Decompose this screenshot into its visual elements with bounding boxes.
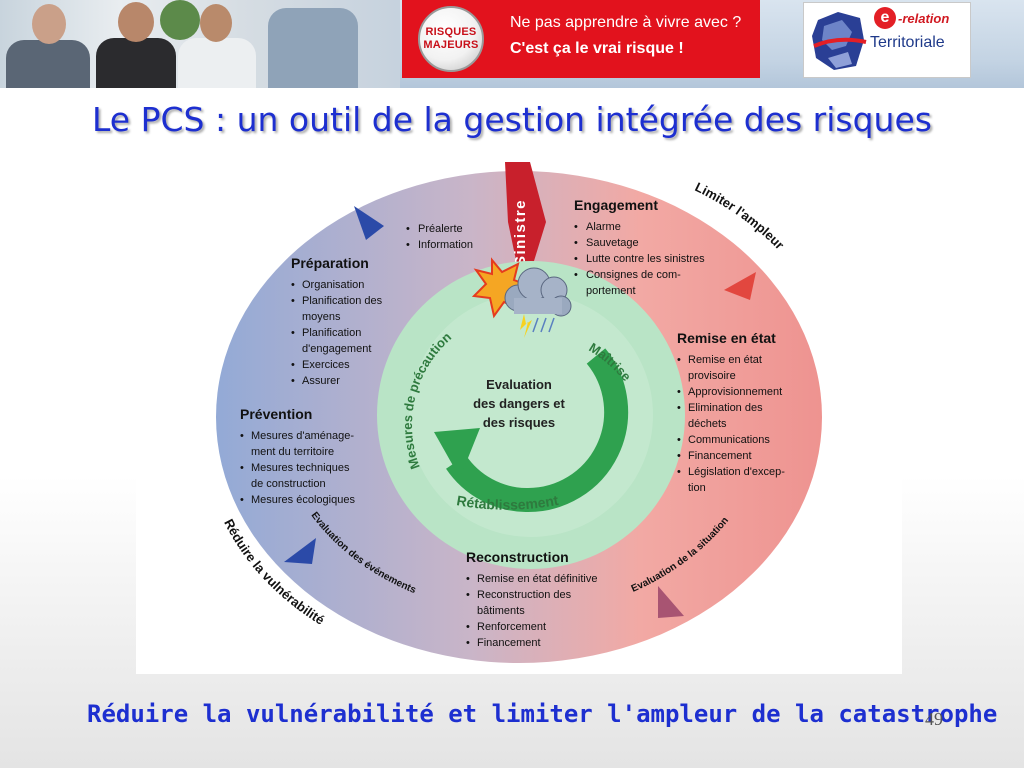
logo-relation-text: -relation: [898, 11, 950, 26]
list-item: Mesures écologiques: [251, 494, 355, 506]
risk-slogan-line1: Ne pas apprendre à vivre avec ?: [510, 14, 742, 31]
list-item: de construction: [251, 478, 326, 490]
svg-text:•: •: [677, 466, 681, 478]
svg-text:•: •: [466, 589, 470, 601]
sinistre-label: Sinistre: [512, 199, 529, 266]
list-item: Législation d'excep-: [688, 466, 785, 478]
risques-majeurs-badge: RISQUES MAJEURS: [418, 6, 484, 72]
section-title: Engagement: [574, 197, 658, 213]
list-item: Lutte contre les sinistres: [586, 253, 705, 265]
list-item: Planification des: [302, 295, 383, 307]
slide-title: Le PCS : un outil de la gestion intégrée…: [92, 100, 932, 139]
svg-text:•: •: [574, 221, 578, 233]
cycle-arrow-icon: [284, 538, 316, 564]
sinistre-arrow: [505, 162, 546, 308]
svg-text:•: •: [466, 621, 470, 633]
alerte-list: • Préalerte • Information: [406, 223, 473, 251]
svg-text:•: •: [574, 269, 578, 281]
list-item: Information: [418, 239, 473, 251]
list-item: bâtiments: [477, 605, 525, 617]
logo-territoriale-text: Territoriale: [870, 34, 945, 51]
page-number: 49: [925, 709, 943, 729]
list-item: Remise en état: [688, 354, 762, 366]
svg-text:•: •: [677, 386, 681, 398]
svg-text:•: •: [677, 402, 681, 414]
header-photo: [0, 0, 400, 88]
list-item: provisoire: [688, 370, 736, 382]
reconstruction-section: Reconstruction • Remise en état définitiv…: [466, 549, 597, 649]
list-item: Communications: [688, 434, 770, 446]
list-item: tion: [688, 482, 706, 494]
cycle-arrow-icon: [658, 586, 684, 618]
list-item-bullet: •: [406, 239, 410, 251]
slide-footer-caption: Réduire la vulnérabilité et limiter l'am…: [87, 700, 998, 728]
list-item: ment du territoire: [251, 446, 334, 458]
svg-text:•: •: [291, 375, 295, 387]
risk-cycle-diagram: Sinistre Evaluation des dangers et des r…: [136, 160, 902, 674]
svg-text:•: •: [677, 450, 681, 462]
svg-text:•: •: [677, 354, 681, 366]
list-item: Exercices: [302, 359, 350, 371]
list-item: Financement: [688, 450, 752, 462]
list-item: Assurer: [302, 375, 340, 387]
list-item: Renforcement: [477, 621, 546, 633]
remise-en-etat-section: Remise en état • Remise en état provisoir…: [677, 330, 785, 494]
list-item: moyens: [302, 311, 341, 323]
center-text-line: des dangers et: [473, 396, 565, 411]
svg-text:•: •: [466, 637, 470, 649]
list-item: Mesures techniques: [251, 462, 350, 474]
retablissement-label: Rétablissement: [456, 492, 560, 513]
logo-e-circle: e: [874, 7, 896, 29]
e-relation-logo: e -relation Territoriale: [803, 2, 971, 78]
svg-text:•: •: [677, 434, 681, 446]
section-title: Prévention: [240, 406, 312, 422]
engagement-section: Engagement • Alarme • Sauvetage • Lutte con…: [574, 197, 705, 297]
risk-banner: RISQUES MAJEURS Ne pas apprendre à vivre…: [402, 0, 760, 78]
svg-text:•: •: [291, 359, 295, 371]
svg-text:•: •: [291, 295, 295, 307]
list-item: Organisation: [302, 279, 364, 291]
risk-slogan-line2: C'est ça le vrai risque !: [510, 40, 684, 57]
storm-cloud-icon: [504, 267, 572, 338]
list-item: Planification: [302, 327, 361, 339]
cycle-arrow-icon: [354, 206, 384, 240]
list-item: Alarme: [586, 221, 621, 233]
list-item-bullet: •: [406, 223, 410, 235]
section-title: Reconstruction: [466, 549, 569, 565]
list-item: portement: [586, 285, 636, 297]
header-banner: RISQUES MAJEURS Ne pas apprendre à vivre…: [0, 0, 1024, 88]
svg-text:•: •: [240, 430, 244, 442]
list-item: Elimination des: [688, 402, 763, 414]
globe-icon: [812, 12, 867, 70]
prevention-section: Prévention • Mesures d'aménage- ment du t…: [240, 406, 355, 506]
list-item: Remise en état définitive: [477, 573, 597, 585]
list-item: Préalerte: [418, 223, 463, 235]
green-arrowhead-icon: [434, 428, 480, 478]
svg-text:•: •: [574, 237, 578, 249]
svg-text:•: •: [291, 327, 295, 339]
list-item: Financement: [477, 637, 541, 649]
list-item: d'engagement: [302, 343, 371, 355]
list-item: déchets: [688, 418, 727, 430]
preparation-section: Préparation • Organisation • Planification…: [291, 255, 383, 387]
section-title: Préparation: [291, 255, 369, 271]
svg-text:•: •: [574, 253, 578, 265]
center-text-line: des risques: [483, 415, 555, 430]
badge-line: RISQUES: [425, 26, 477, 38]
list-item: Reconstruction des: [477, 589, 572, 601]
list-item: Consignes de com-: [586, 269, 681, 281]
center-text-line: Evaluation: [486, 377, 552, 392]
svg-text:•: •: [240, 462, 244, 474]
badge-line: MAJEURS: [423, 39, 479, 51]
section-title: Remise en état: [677, 330, 776, 346]
svg-text:•: •: [291, 279, 295, 291]
cycle-arrow-icon: [724, 272, 756, 300]
list-item: Sauvetage: [586, 237, 639, 249]
svg-text:•: •: [240, 494, 244, 506]
list-item: Mesures d'aménage-: [251, 430, 354, 442]
list-item: Approvisionnement: [688, 386, 782, 398]
cycle-arrow-band: [446, 348, 629, 513]
svg-text:•: •: [466, 573, 470, 585]
